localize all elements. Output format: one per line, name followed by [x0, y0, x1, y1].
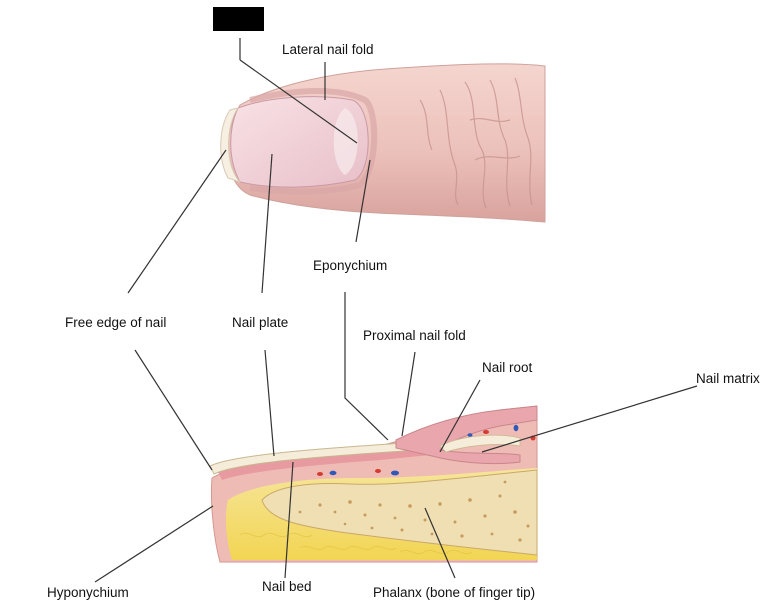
- free-edge-top: [220, 107, 241, 183]
- knuckle-wrinkles: [419, 77, 533, 209]
- bone-marrow: [298, 480, 530, 542]
- label-nail-root: Nail root: [482, 360, 533, 375]
- nail-root: [439, 434, 521, 453]
- leader-nail-matrix: [481, 385, 698, 453]
- leader-nail-root: [439, 379, 481, 453]
- leader-eponychium-section: [344, 292, 389, 441]
- lateral-fold-shade: [249, 88, 378, 195]
- leader-hyponychium: [94, 505, 214, 583]
- leader-free-edge-bottom: [134, 349, 213, 471]
- label-nail-plate: Nail plate: [232, 315, 289, 330]
- fat-texture: [239, 532, 473, 555]
- label-eponychium: Eponychium: [313, 258, 388, 273]
- leader-lines: [94, 38, 698, 583]
- label-free-edge: Free edge of nail: [65, 315, 167, 330]
- leader-redacted-diag: [239, 59, 358, 144]
- finger-cross-section: [209, 405, 538, 563]
- leader-nail-plate-top: [261, 153, 273, 294]
- redacted-label-box: [213, 7, 264, 31]
- leader-phalanx: [424, 507, 456, 579]
- lunula: [333, 108, 358, 175]
- leader-nail-plate-bottom: [264, 349, 275, 457]
- label-nail-matrix: Nail matrix: [696, 371, 760, 386]
- label-phalanx: Phalanx (bone of finger tip): [373, 585, 536, 600]
- leader-free-edge-top: [127, 149, 227, 294]
- label-nail-bed: Nail bed: [262, 579, 312, 594]
- blood-vessels: [317, 424, 536, 476]
- leader-nail-bed: [284, 461, 294, 579]
- label-hyponychium: Hyponychium: [47, 585, 129, 600]
- phalanx-bone: [261, 469, 538, 556]
- leader-proximal-nail-fold: [401, 351, 416, 437]
- finger-top-view: [220, 63, 546, 223]
- nail-plate-top: [230, 96, 369, 188]
- label-proximal-nail-fold: Proximal nail fold: [363, 328, 466, 343]
- proximal-fold: [395, 405, 538, 465]
- leader-eponychium: [355, 159, 371, 243]
- label-lateral-nail-fold: Lateral nail fold: [282, 42, 374, 57]
- nail-bed-band: [218, 446, 440, 480]
